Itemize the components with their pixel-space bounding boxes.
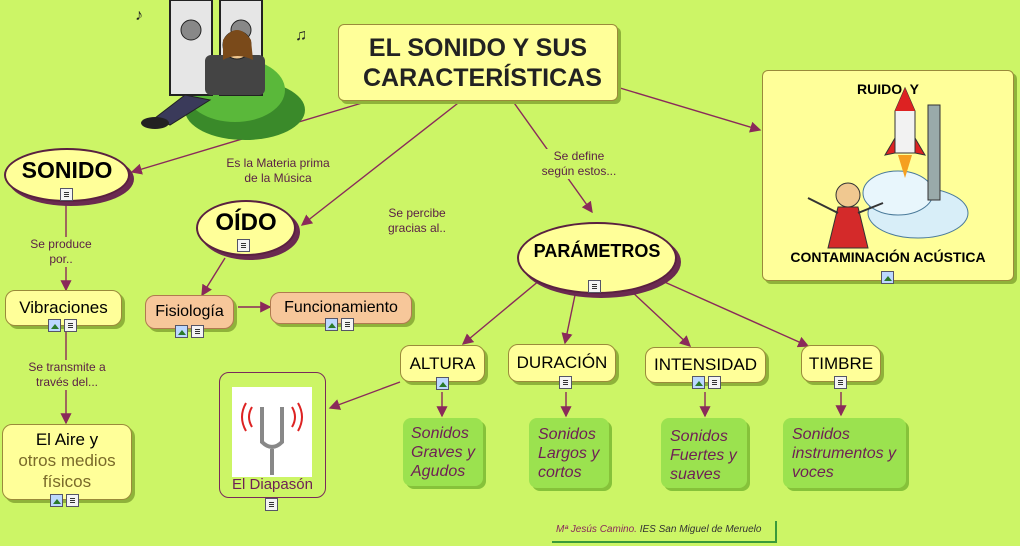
aire-line-1: El Aire y (35, 430, 99, 449)
sonido-node[interactable]: SONIDO (4, 148, 130, 202)
image-icon[interactable] (325, 318, 338, 331)
document-icon[interactable] (265, 498, 278, 511)
image-icon[interactable] (436, 377, 449, 390)
timbre-node[interactable]: TIMBRE (801, 345, 881, 382)
duracion-leaf[interactable]: Sonidos Largos y cortos (529, 418, 609, 488)
aire-line-3: físicos (42, 472, 92, 491)
altura-label: ALTURA (409, 353, 476, 373)
parametros-label: PARÁMETROS (533, 240, 661, 261)
credit-school: IES San Miguel de Meruelo (639, 524, 762, 535)
document-icon[interactable] (66, 494, 79, 507)
credit: Mª Jesús Camino. IES San Miguel de Merue… (552, 521, 777, 543)
altura-leaf-text: Sonidos Graves y Agudos (411, 425, 476, 480)
intensidad-leaf[interactable]: Sonidos Fuertes y suaves (661, 418, 747, 488)
parametros-node[interactable]: PARÁMETROS (517, 222, 677, 294)
diapason-label: El Diapasón (232, 476, 313, 493)
link-label-materia: Es la Materia prima de la Música (222, 156, 334, 186)
link-label-produce: Se produce por.. (18, 237, 104, 267)
oido-label: OÍDO (215, 209, 277, 236)
link-label-transmite: Se transmite a través del... (20, 360, 114, 390)
link-label-define: Se define según estos... (540, 149, 618, 179)
altura-leaf[interactable]: Sonidos Graves y Agudos (403, 418, 483, 486)
document-icon[interactable] (708, 376, 721, 389)
main-title: EL SONIDO Y SUS CARACTERÍSTICAS (363, 33, 602, 92)
document-icon[interactable] (64, 319, 77, 332)
document-icon[interactable] (237, 239, 250, 252)
vibraciones-node[interactable]: Vibraciones (5, 290, 122, 326)
ruido-title-bottom: CONTAMINACIÓN ACÚSTICA (790, 249, 986, 265)
svg-text:♪: ♪ (135, 7, 143, 24)
main-title-node[interactable]: EL SONIDO Y SUS CARACTERÍSTICAS (338, 24, 618, 101)
rocket-illustration (807, 86, 969, 249)
funcionamiento-label: Funcionamiento (284, 299, 398, 316)
document-icon[interactable] (341, 318, 354, 331)
music-listener-illustration: ♪ ♫ (135, 0, 307, 140)
aire-node[interactable]: El Aire y otros medios físicos (2, 424, 132, 500)
fisiologia-node[interactable]: Fisiología (145, 295, 234, 329)
ruido-node[interactable]: RUIDO Y CONTAMINACIÓN ACÚSTICA (762, 70, 1014, 281)
duracion-label: DURACIÓN (516, 353, 608, 372)
tuning-fork-illustration (232, 387, 312, 477)
sonido-label: SONIDO (21, 156, 113, 183)
document-icon[interactable] (588, 280, 601, 293)
image-icon[interactable] (881, 271, 894, 284)
intensidad-label: INTENSIDAD (654, 355, 757, 374)
duracion-node[interactable]: DURACIÓN (508, 344, 616, 382)
image-icon[interactable] (50, 494, 63, 507)
link-label-percibe: Se percibe gracias al.. (380, 206, 454, 236)
ruido-title-top: RUIDO Y (857, 81, 919, 97)
image-icon[interactable] (48, 319, 61, 332)
document-icon[interactable] (191, 325, 204, 338)
image-icon[interactable] (692, 376, 705, 389)
diapason-node[interactable]: El Diapasón (219, 372, 326, 498)
document-icon[interactable] (834, 376, 847, 389)
document-icon[interactable] (60, 188, 73, 201)
timbre-label: TIMBRE (808, 353, 874, 373)
timbre-leaf[interactable]: Sonidos instrumentos y voces (783, 418, 906, 488)
image-icon[interactable] (175, 325, 188, 338)
timbre-leaf-text: Sonidos instrumentos y voces (792, 426, 897, 481)
intensidad-node[interactable]: INTENSIDAD (645, 347, 766, 383)
duracion-leaf-text: Sonidos Largos y cortos (538, 426, 600, 481)
vibraciones-label: Vibraciones (19, 298, 108, 317)
aire-line-2: otros medios (18, 451, 116, 470)
document-icon[interactable] (559, 376, 572, 389)
intensidad-leaf-text: Sonidos Fuertes y suaves (670, 428, 737, 483)
credit-author: Mª Jesús Camino. (556, 524, 637, 535)
fisiologia-label: Fisiología (155, 303, 224, 320)
svg-text:♫: ♫ (295, 27, 307, 44)
